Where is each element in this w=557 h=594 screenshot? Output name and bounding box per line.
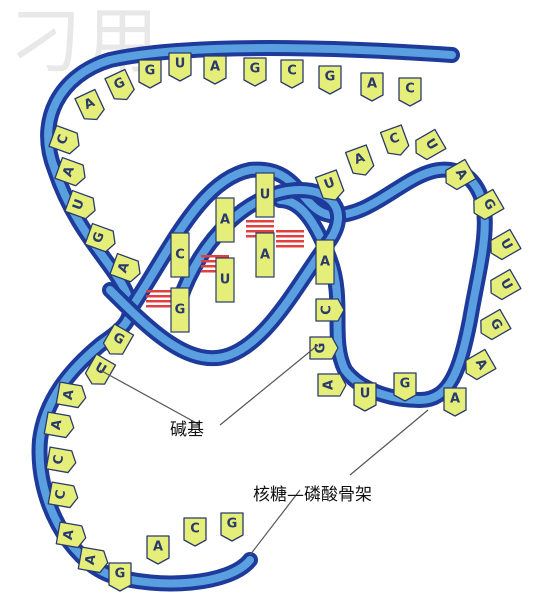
base-C: C (48, 482, 79, 509)
helix-base-letter: U (260, 188, 271, 203)
base-letter: C (190, 522, 200, 537)
base-C: C (184, 518, 206, 546)
base-G: G (244, 58, 266, 86)
base-A: A (44, 412, 75, 439)
base-C: C (381, 125, 411, 159)
base-letter: G (314, 343, 329, 354)
base-G: G (221, 513, 243, 541)
base-A: A (56, 522, 87, 549)
base-letter: A (450, 392, 460, 407)
base-letter: G (115, 567, 126, 582)
base-A: A (361, 73, 383, 101)
base-letter: A (322, 380, 337, 390)
base-letter: G (145, 64, 156, 79)
helix-base-letter: U (220, 273, 231, 288)
base-A: A (147, 536, 169, 564)
hbond-stripe (276, 235, 304, 238)
pointer-line-backbone-upper (350, 410, 428, 475)
base-letter: U (175, 57, 186, 72)
base-G: G (109, 563, 131, 591)
base-G: G (476, 309, 511, 342)
helix-base-letter: A (220, 213, 230, 228)
hbond-stripe (246, 225, 274, 228)
base-G: G (105, 69, 137, 104)
base-letter: C (287, 64, 297, 79)
base-A: A (318, 374, 346, 396)
hbond-stripe (276, 230, 304, 233)
hbond-stripe (201, 255, 229, 258)
base-U: U (169, 53, 191, 81)
base-letter: C (320, 305, 335, 315)
base-C: C (46, 447, 77, 474)
base-letter: A (367, 77, 377, 92)
base-letter: U (360, 387, 371, 402)
base-G: G (394, 373, 416, 401)
helix-base-letter: A (260, 248, 270, 263)
hbond-stripe (276, 240, 304, 243)
base-letter: G (227, 517, 238, 532)
helix-base-letter: A (320, 255, 330, 270)
base-A: A (444, 388, 466, 416)
base-G: G (139, 60, 161, 88)
base-letter: C (405, 82, 415, 97)
helix-base-letter: G (175, 303, 186, 318)
base-C: C (281, 60, 303, 88)
hbond-stripe (276, 245, 304, 248)
hbond-stripe (146, 290, 174, 293)
base-U: U (354, 383, 376, 411)
base-letter: G (400, 377, 411, 392)
base-C: C (316, 299, 344, 321)
base-letter: A (153, 540, 163, 555)
hbond-stripe (146, 305, 174, 308)
base-G: G (319, 66, 341, 94)
base-U: U (486, 269, 521, 302)
nucleotide-bases: AGGUAGCGACCAUGAUACUAGUUGACGAUGAUGAACCAAG… (44, 53, 521, 591)
base-A: A (75, 89, 107, 124)
base-A: A (56, 382, 87, 409)
base-A: A (204, 56, 226, 84)
base-letter: G (250, 62, 261, 77)
label-pointer-lines (100, 345, 428, 555)
base-A: A (346, 145, 376, 179)
hbond-stripe (146, 300, 174, 303)
base-letter: A (210, 60, 220, 75)
backbone-label: 核糖—磷酸骨架 (253, 480, 372, 505)
bases-label: 碱基 (170, 415, 204, 440)
hbond-stripe (246, 220, 274, 223)
hbond-stripe (146, 295, 174, 298)
base-U: U (411, 129, 446, 162)
hbond-stripe (246, 230, 274, 233)
base-C: C (399, 78, 421, 106)
helix-base-letter: C (175, 248, 185, 263)
base-letter: G (325, 70, 336, 85)
